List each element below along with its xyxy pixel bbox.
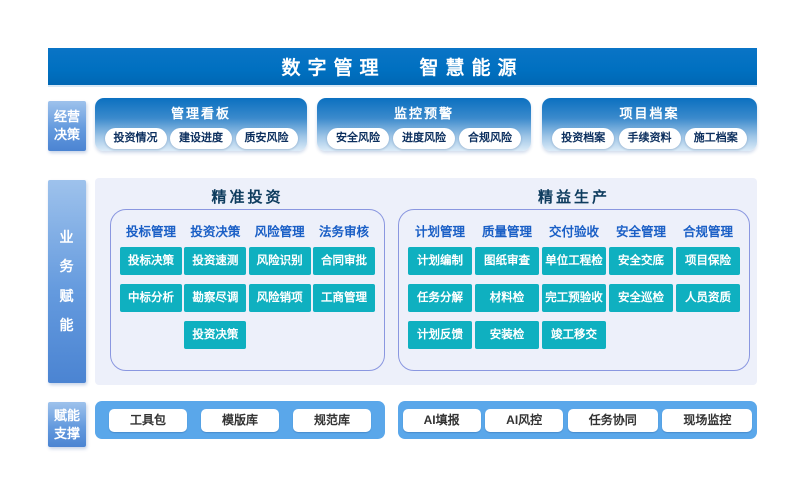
pill-procedure-documents[interactable]: 手续资料 bbox=[618, 128, 681, 149]
column-header: 合规管理 bbox=[682, 225, 733, 239]
panel-title: 监控预警 bbox=[393, 106, 454, 121]
pill-schedule-risk[interactable]: 进度风险 bbox=[393, 128, 455, 149]
btn-plan-feedback[interactable]: 计划反馈 bbox=[408, 321, 472, 349]
btn-investment-quick-test[interactable]: 投资速测 bbox=[184, 247, 247, 275]
btn-contract-approval[interactable]: 合同审批 bbox=[312, 247, 375, 275]
btn-task-breakdown[interactable]: 任务分解 bbox=[408, 284, 472, 312]
column-header: 质量管理 bbox=[481, 225, 532, 239]
btn-installation-inspection[interactable]: 安装检 bbox=[475, 321, 539, 349]
column-header: 法务审核 bbox=[318, 225, 369, 239]
column-header: 安全管理 bbox=[615, 225, 666, 239]
column-investment-decision: 投资决策 投资速测 勘察尽调 投资决策 bbox=[184, 221, 247, 370]
btn-ai-risk-control[interactable]: AI风控 bbox=[485, 408, 564, 432]
column-legal-review: 法务审核 合同审批 工商管理 bbox=[312, 221, 375, 370]
btn-pre-completion-acceptance[interactable]: 完工预验收 bbox=[542, 284, 606, 312]
btn-toolkit[interactable]: 工具包 bbox=[108, 408, 187, 432]
btn-material-inspection[interactable]: 材料检 bbox=[475, 284, 539, 312]
section-lean-production: 计划管理 计划编制 任务分解 计划反馈 质量管理 图纸审查 材料检 安装检 交付… bbox=[398, 209, 750, 371]
section-title-precise-investment: 精准投资 bbox=[211, 189, 284, 206]
pill-quality-safety-risk[interactable]: 质安风险 bbox=[235, 128, 298, 149]
btn-risk-identification[interactable]: 风险识别 bbox=[248, 247, 311, 275]
btn-risk-closure[interactable]: 风险销项 bbox=[248, 284, 311, 312]
pill-row: 投资档案 手续资料 施工档案 bbox=[542, 128, 757, 149]
btn-investment-decision[interactable]: 投资决策 bbox=[184, 321, 247, 349]
column-bidding-management: 投标管理 投标决策 中标分析 bbox=[120, 221, 182, 370]
header-banner: 数字管理 智慧能源 bbox=[48, 48, 757, 87]
column-risk-management: 风险管理 风险识别 风险销项 bbox=[248, 221, 311, 370]
panel-management-dashboard: 管理看板 投资情况 建设进度 质安风险 bbox=[95, 98, 307, 151]
support-bar-libraries: 工具包 模版库 规范库 bbox=[95, 401, 385, 439]
btn-completion-handover[interactable]: 竣工移交 bbox=[542, 321, 606, 349]
column-header: 交付验收 bbox=[548, 225, 599, 239]
pill-row: 安全风险 进度风险 合规风险 bbox=[317, 128, 531, 149]
btn-safety-patrol[interactable]: 安全巡检 bbox=[609, 284, 673, 312]
btn-template-library[interactable]: 模版库 bbox=[200, 408, 279, 432]
btn-win-analysis[interactable]: 中标分析 bbox=[120, 284, 182, 312]
column-compliance-management: 合规管理 项目保险 人员资质 bbox=[676, 221, 740, 370]
btn-bid-decision[interactable]: 投标决策 bbox=[120, 247, 182, 275]
pill-row: 投资情况 建设进度 质安风险 bbox=[95, 128, 307, 149]
pill-compliance-risk[interactable]: 合规风险 bbox=[459, 128, 521, 149]
empowerment-panel: 精准投资 投标管理 投标决策 中标分析 投资决策 投资速测 勘察尽调 投资决策 … bbox=[95, 178, 757, 385]
section-precise-investment: 投标管理 投标决策 中标分析 投资决策 投资速测 勘察尽调 投资决策 风险管理 … bbox=[110, 209, 385, 371]
btn-business-registration[interactable]: 工商管理 bbox=[312, 284, 375, 312]
panel-title: 管理看板 bbox=[170, 106, 231, 121]
pill-construction-progress[interactable]: 建设进度 bbox=[170, 128, 232, 149]
column-header: 风险管理 bbox=[254, 225, 305, 239]
btn-task-collaboration[interactable]: 任务协同 bbox=[567, 408, 658, 432]
column-header: 投资决策 bbox=[190, 225, 241, 239]
panel-project-archives: 项目档案 投资档案 手续资料 施工档案 bbox=[542, 98, 757, 151]
column-plan-management: 计划管理 计划编制 任务分解 计划反馈 bbox=[408, 221, 472, 370]
panel-title: 项目档案 bbox=[619, 106, 680, 121]
row-label-business-empowerment: 业 务 赋 能 bbox=[48, 180, 86, 383]
btn-site-monitoring[interactable]: 现场监控 bbox=[662, 408, 753, 432]
btn-safety-briefing[interactable]: 安全交底 bbox=[609, 247, 673, 275]
btn-plan-compilation[interactable]: 计划编制 bbox=[408, 247, 472, 275]
column-row: 投标管理 投标决策 中标分析 投资决策 投资速测 勘察尽调 投资决策 风险管理 … bbox=[111, 210, 384, 370]
btn-personnel-qualification[interactable]: 人员资质 bbox=[676, 284, 740, 312]
header-title-left: 数字管理 bbox=[281, 58, 386, 79]
btn-drawing-review[interactable]: 图纸审查 bbox=[475, 247, 539, 275]
btn-project-insurance[interactable]: 项目保险 bbox=[676, 247, 740, 275]
column-header: 计划管理 bbox=[414, 225, 465, 239]
support-bar-ai: AI填报 AI风控 任务协同 现场监控 bbox=[398, 401, 757, 439]
pill-construction-archive[interactable]: 施工档案 bbox=[684, 128, 747, 149]
pill-safety-risk[interactable]: 安全风险 bbox=[327, 128, 389, 149]
btn-ai-filing[interactable]: AI填报 bbox=[402, 408, 481, 432]
panel-monitoring-warning: 监控预警 安全风险 进度风险 合规风险 bbox=[317, 98, 531, 151]
column-quality-management: 质量管理 图纸审查 材料检 安装检 bbox=[475, 221, 539, 370]
column-row: 计划管理 计划编制 任务分解 计划反馈 质量管理 图纸审查 材料检 安装检 交付… bbox=[399, 210, 749, 370]
pill-investment-archive[interactable]: 投资档案 bbox=[552, 128, 615, 149]
pill-investment-status[interactable]: 投资情况 bbox=[104, 128, 167, 149]
header-title-right: 智慧能源 bbox=[419, 58, 524, 79]
column-safety-management: 安全管理 安全交底 安全巡检 bbox=[609, 221, 673, 370]
section-title-lean-production: 精益生产 bbox=[537, 189, 610, 206]
column-header: 投标管理 bbox=[125, 225, 176, 239]
row-label-business-decision: 经营 决策 bbox=[48, 101, 86, 151]
row-label-empowerment-support: 赋能 支撑 bbox=[48, 402, 86, 447]
btn-survey-due-diligence[interactable]: 勘察尽调 bbox=[184, 284, 247, 312]
column-delivery-acceptance: 交付验收 单位工程检 完工预验收 竣工移交 bbox=[542, 221, 606, 370]
btn-unit-project-inspection[interactable]: 单位工程检 bbox=[542, 247, 606, 275]
btn-standard-library[interactable]: 规范库 bbox=[292, 408, 371, 432]
